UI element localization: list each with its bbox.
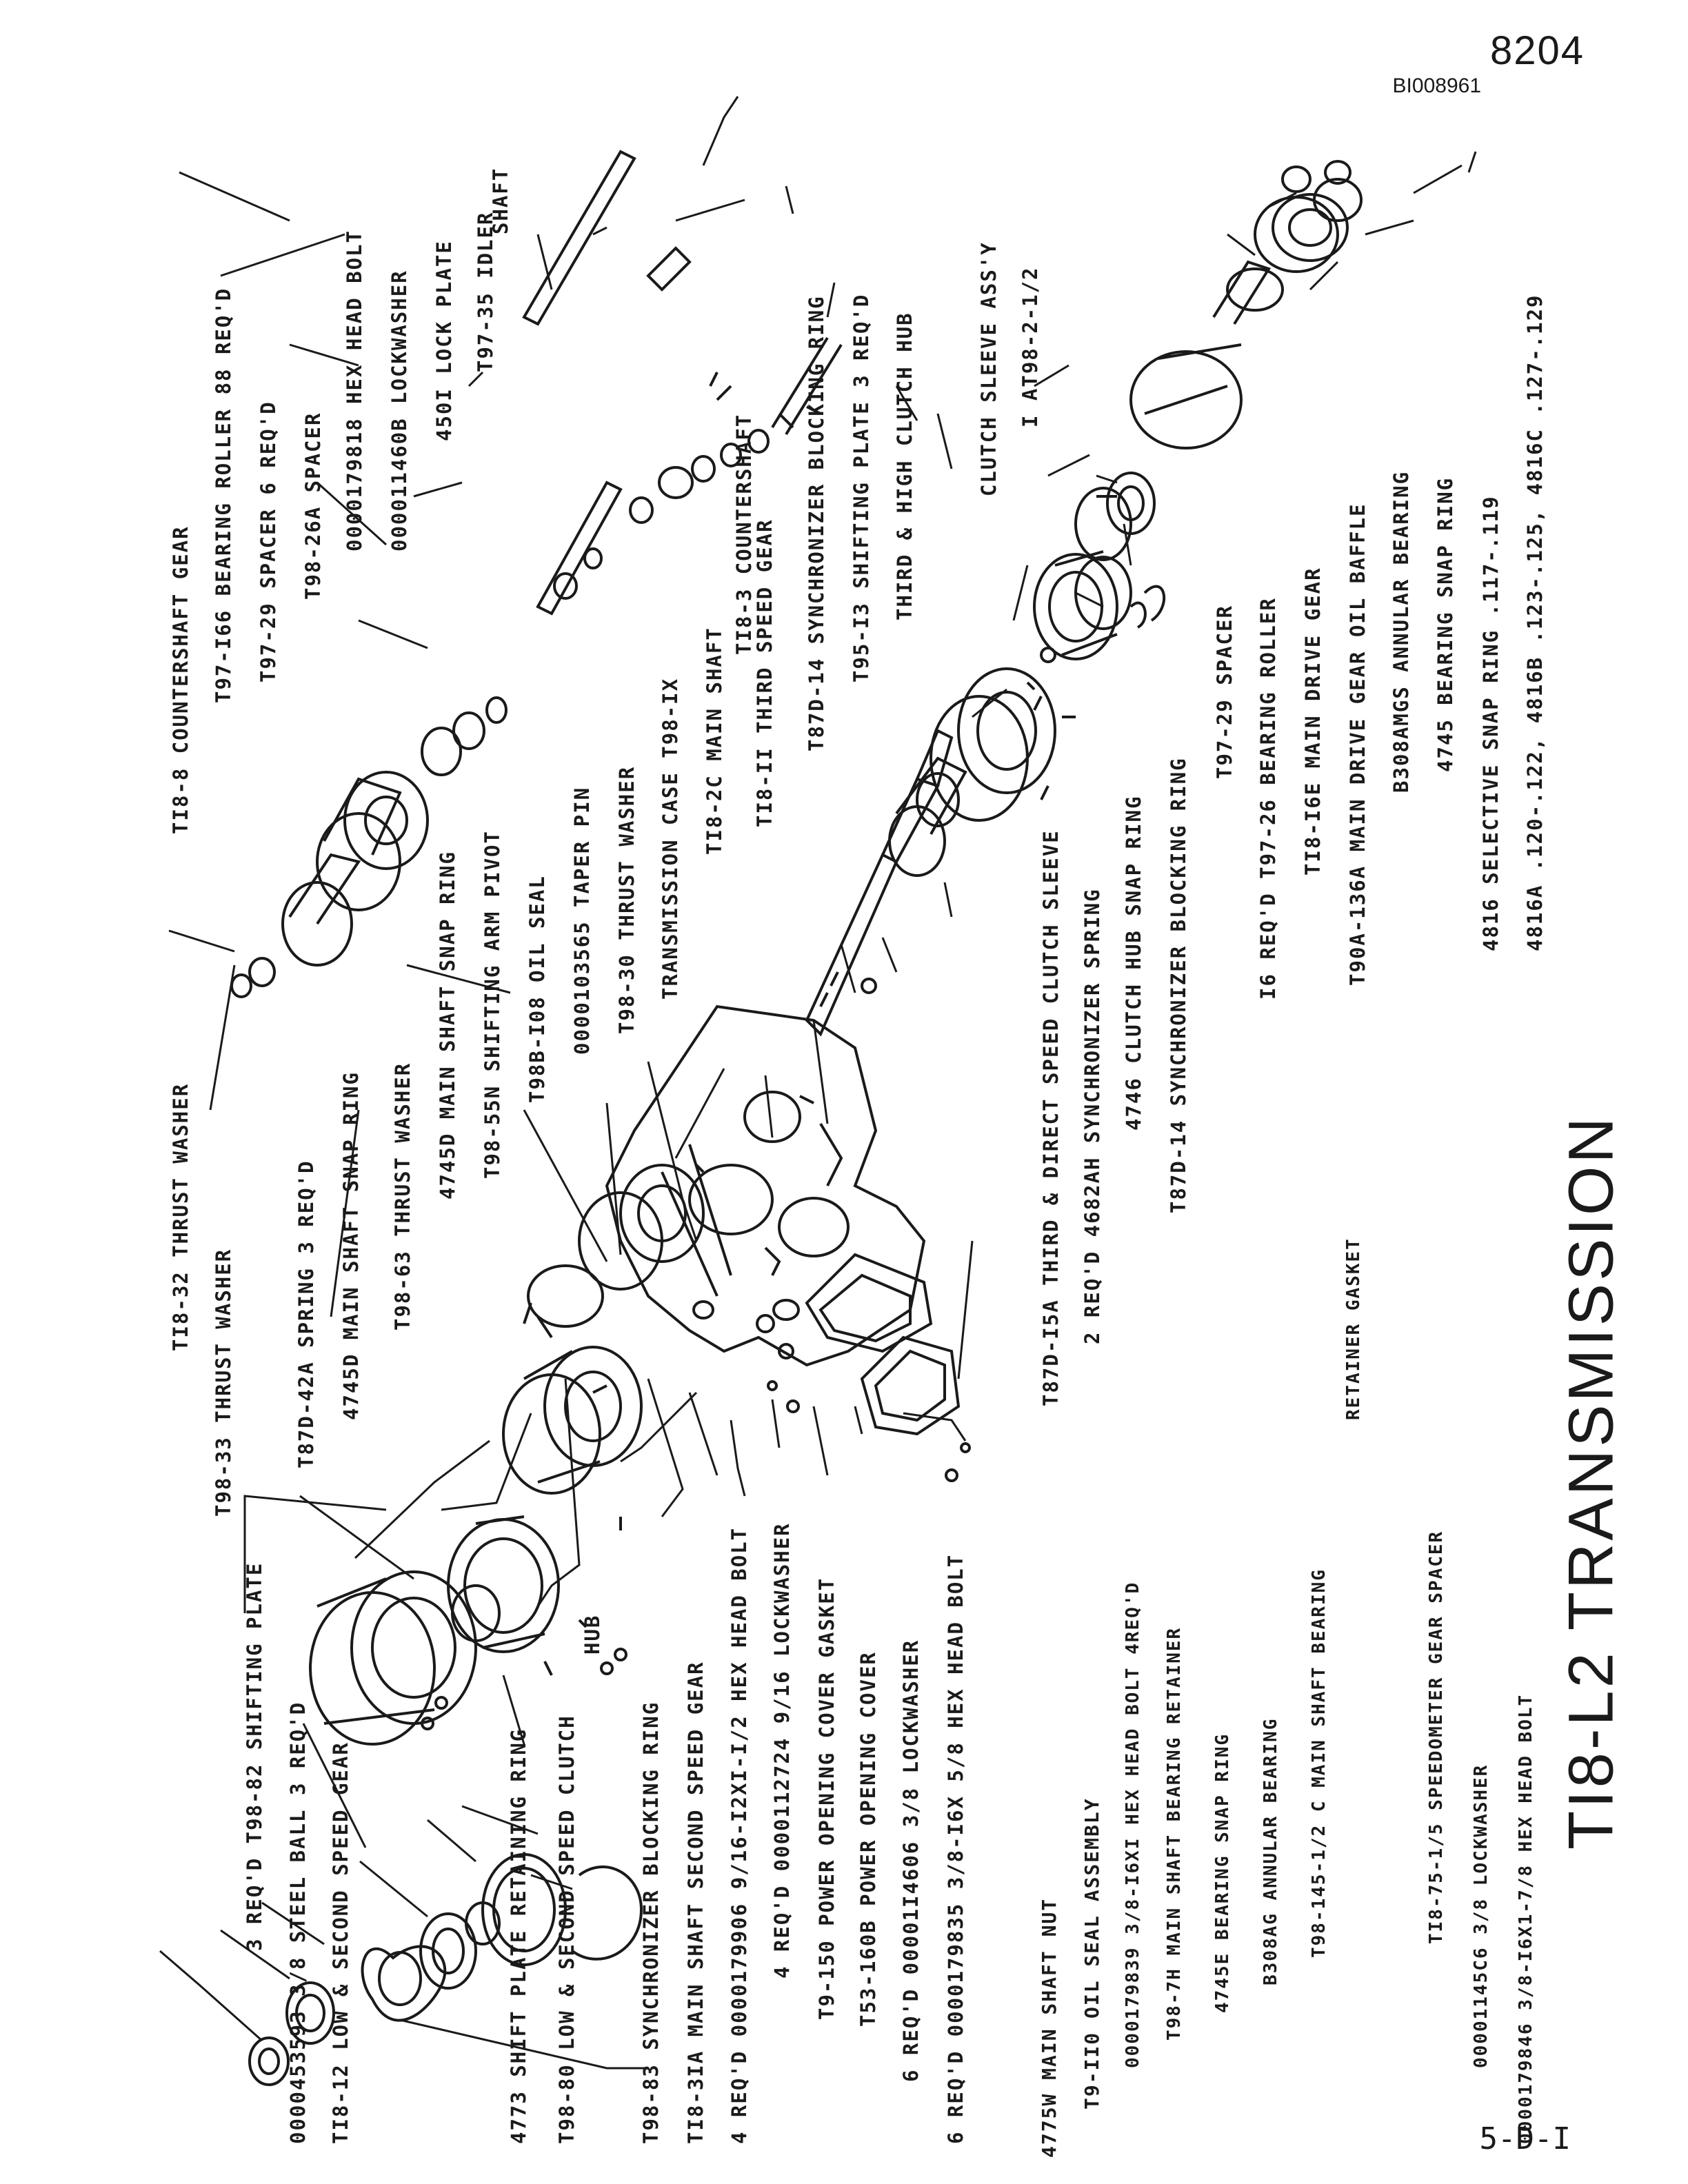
callout-bearing-roller-26: I6 REQ'D T97-26 BEARING ROLLER	[1256, 597, 1280, 1000]
callout-low-second-gear: TI8-12 LOW & SECOND SPEED GEAR	[329, 1741, 352, 2144]
callout-spring-42a: T87D-42A SPRING 3 REQ'D	[294, 1160, 318, 1468]
callout-spacer-29-6: T97-29 SPACER 6 REQ'D	[257, 401, 280, 682]
callout-sync-spring: 2 REQ'D 4682AH SYNCHRONIZER SPRING	[1081, 888, 1104, 1344]
callout-taper-pin: 0000103565 TAPER PIN	[570, 786, 594, 1055]
callout-main-shaft: TI8-2C MAIN SHAFT	[703, 627, 726, 855]
callout-steel-ball: 0000453593 3/8 STEEL BALL 3 REQ'D	[286, 1701, 310, 2144]
callout-countershaft-gear: TI8-8 COUNTERSHAFT GEAR	[169, 525, 192, 834]
callout-main-drive-gear: TI8-I6E MAIN DRIVE GEAR	[1301, 567, 1325, 876]
callout-oil-seal-assembly: T9-II0 OIL SEAL ASSEMBLY	[1081, 1797, 1103, 2110]
callout-opening-cover: T53-160B POWER OPENING COVER	[856, 1651, 880, 2027]
countershaft-assembly	[230, 150, 843, 998]
callout-bearing-snap-ring-e: 4745E BEARING SNAP RING	[1212, 1732, 1233, 2013]
callout-spacer-26a: T98-26A SPACER	[301, 412, 325, 600]
callout-speedometer-spacer: TI8-75-1/5 SPEEDOMETER GEAR SPACER	[1426, 1530, 1447, 1944]
callout-case-bolt: 4 REQ'D 0000179906 9/16-I2XI-I/2 HEX HEA…	[727, 1526, 751, 2144]
callout-main-shaft-snap-ring: 4745D MAIN SHAFT SNAP RING	[339, 1071, 363, 1420]
callout-bearing-snap-ring: 4745 BEARING SNAP RING	[1434, 476, 1457, 772]
callout-shifting-plate-13: T95-I3 SHIFTING PLATE 3 REQ'D	[850, 293, 873, 682]
front-bearing-group	[248, 1853, 643, 2086]
callout-oil-seal-108: T98B-I08 OIL SEAL	[525, 875, 549, 1103]
callout-sync-ring-83: T98-83 SYNCHRONIZER BLOCKING RING	[639, 1701, 663, 2144]
third-speed-gear-group	[888, 667, 1056, 877]
callout-clutch-sleeve-number: I AT98-2-1/2	[1018, 266, 1042, 427]
callout-idler-shaft-cont: SHAFT	[489, 167, 512, 234]
callout-shifting-arm-pivot: T98-55N SHIFTING ARM PIVOT	[481, 830, 504, 1179]
callout-lockwasher-38: 00001145C6 3/8 LOCKWASHER	[1471, 1763, 1491, 2068]
callout-snap-ring-sizes: 4816A .120-.122, 4816B .123-.125, 4816C …	[1523, 294, 1547, 951]
callout-bearing-retainer: T98-7H MAIN SHAFT BEARING RETAINER	[1164, 1626, 1185, 2041]
callout-third-speed-gear: TI8-II THIRD SPEED GEAR	[753, 518, 776, 827]
callout-clutch-hub: T98-80 LOW & SECOND SPEED CLUTCH	[555, 1715, 579, 2144]
document-id: BI008961	[1392, 74, 1481, 97]
callout-transmission-case: TRANSMISSION CASE T98-IX	[659, 677, 682, 1000]
callout-shift-plate-ring: 4773 SHIFT PLATE RETAINING RING	[507, 1728, 530, 2144]
cover-and-gasket	[764, 1246, 961, 1436]
callout-selective-snap-ring: 4816 SELECTIVE SNAP RING .117-.119	[1479, 495, 1503, 951]
callout-thrust-washer-30: T98-30 THRUST WASHER	[615, 765, 639, 1034]
callout-second-speed-gear: TI8-3IA MAIN SHAFT SECOND SPEED GEAR	[684, 1661, 707, 2144]
callout-cover-gasket: T9-150 POWER OPENING COVER GASKET	[815, 1577, 838, 2020]
callout-case-lockwasher: 4 REQ'D 0000112724 9/16 LOCKWASHER	[770, 1522, 794, 1979]
callout-lockwasher-60b: 000011460B LOCKWASHER	[388, 270, 411, 552]
callout-oil-baffle: T90A-136A MAIN DRIVE GEAR OIL BAFFLE	[1346, 503, 1369, 986]
callout-idler-shaft: T97-35 IDLER	[474, 211, 497, 372]
callout-main-shaft-nut: 4775W MAIN SHAFT NUT	[1038, 1897, 1061, 2158]
callout-clutch-hub-cont: HUB	[581, 1614, 604, 1655]
callout-hex-bolt-178: 0000179846 3/8-I6X1-7/8 HEX HEAD BOLT	[1516, 1693, 1536, 2144]
callout-annular-bearing: B308AG ANNULAR BEARING	[1260, 1717, 1281, 1985]
callout-snap-ring-4745d: 4745D MAIN SHAFT SNAP RING	[436, 851, 459, 1200]
small-parts	[421, 495, 1117, 1730]
callout-lock-plate: 450I LOCK PLATE	[432, 240, 456, 441]
callout-sync-ring-14: T87D-14 SYNCHRONIZER BLOCKING RING	[805, 295, 828, 751]
rear-gear-stack	[309, 1164, 705, 1746]
callout-annular-bearing-mgs: B308AMGS ANNULAR BEARING	[1389, 470, 1413, 793]
callout-retainer-bolt: 0000179839 3/8-I6XI HEX HEAD BOLT 4REQ'D	[1123, 1581, 1143, 2068]
callout-third-high-hub: THIRD & HIGH CLUTCH HUB	[893, 312, 916, 620]
callout-clutch-sleeve-assy: CLUTCH SLEEVE ASS'Y	[977, 241, 1001, 496]
page-number: 8204	[1489, 28, 1585, 73]
callout-clutch-sleeve-15a: T87D-I5A THIRD & DIRECT SPEED CLUTCH SLE…	[1039, 829, 1063, 1406]
callout-spacer-29: T97-29 SPACER	[1213, 605, 1236, 779]
callout-thrust-washer-33: T98-33 THRUST WASHER	[212, 1248, 235, 1517]
callout-retainer-gasket: T98-145-1/2 C MAIN SHAFT BEARING	[1309, 1568, 1329, 1958]
callout-thrust-washer-63: T98-63 THRUST WASHER	[391, 1062, 414, 1331]
callout-shifting-plate-82: 3 REQ'D T98-82 SHIFTING PLATE	[243, 1561, 266, 1951]
callout-bearing-roller-166: T97-I66 BEARING ROLLER 88 REQ'D	[212, 287, 235, 703]
callout-cover-bolt: 6 REQ'D 0000179835 3/8-I6X 5/8 HEX HEAD …	[944, 1553, 967, 2144]
callout-countershaft: TI8-3 COUNTERSHAFT	[732, 413, 756, 655]
callout-retainer-gasket-cont: RETAINER GASKET	[1343, 1237, 1364, 1420]
callout-sync-ring-14b: T87D-14 SYNCHRONIZER BLOCKING RING	[1167, 757, 1190, 1213]
callout-hex-bolt-818: 0000179818 HEX HEAD BOLT	[343, 229, 366, 552]
page-reference: 5-D-I	[1479, 2121, 1571, 2156]
callout-clutch-hub-snap-ring: 4746 CLUTCH HUB SNAP RING	[1122, 795, 1145, 1131]
clutch-sleeve-group	[1033, 550, 1166, 660]
main-drive-gear-group	[1074, 160, 1363, 561]
callout-cover-lockwasher: 6 REQ'D 00001I4606 3/8 LOCKWASHER	[899, 1639, 923, 2082]
callout-thrust-washer-32: TI8-32 THRUST WASHER	[169, 1082, 192, 1351]
